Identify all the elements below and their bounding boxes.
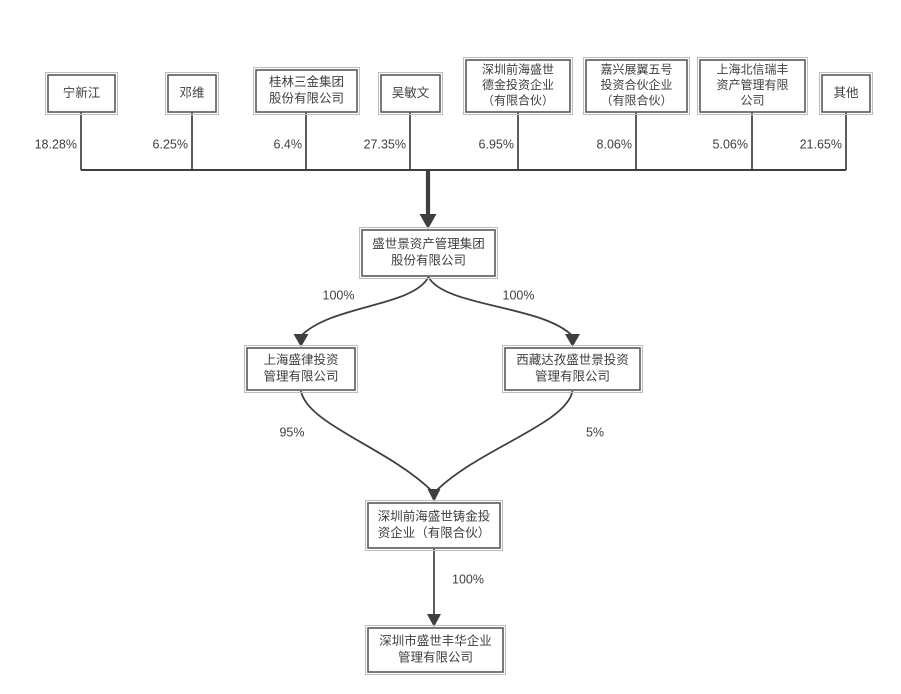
node-box[interactable] (380, 74, 441, 113)
node-box-shadow (252, 66, 361, 116)
arrow-shanghai-shenglv-icon (293, 334, 309, 347)
node-box[interactable] (504, 347, 641, 391)
node-label-line: 宁新江 (63, 85, 101, 100)
node-dengwei[interactable]: 邓维 (164, 71, 220, 116)
percent-wuminwen: 27.35% (364, 137, 406, 151)
node-box-shadow (364, 499, 504, 552)
node-label-line: 资产管理有限 (716, 77, 788, 92)
node-label-line: 深圳市盛世丰华企业 (379, 633, 492, 648)
node-label-line: 管理有限公司 (398, 650, 473, 665)
node-wuminwen[interactable]: 吴敏文 (377, 71, 444, 116)
node-ningxinjiang[interactable]: 宁新江 (44, 71, 119, 116)
node-label-line: 盛世景资产管理集团 (372, 236, 485, 251)
node-label-line: 嘉兴展翼五号 (600, 63, 672, 77)
node-box[interactable] (821, 74, 871, 113)
node-box-shadow (696, 56, 809, 116)
percent-jiaxing-zhanyi: 8.06% (597, 137, 632, 151)
node-label-line: 上海盛律投资 (263, 352, 338, 367)
node-box-shadow (501, 344, 644, 394)
percent-qianhai-dejin: 6.95% (479, 137, 514, 151)
node-box[interactable] (361, 229, 496, 277)
node-label-line: 管理有限公司 (535, 369, 610, 384)
node-label-line: 公司 (740, 94, 764, 108)
arrow-tier3-icon (427, 489, 441, 502)
node-box[interactable] (699, 59, 806, 113)
node-box-shadow (462, 56, 574, 116)
percent-tier3-to-tier4: 100% (452, 572, 484, 586)
percent-core-to-xizang-dazi: 100% (503, 288, 535, 302)
node-box[interactable] (255, 69, 358, 113)
node-box-shadow (44, 71, 119, 116)
node-label-line: 深圳前海盛世 (482, 62, 554, 77)
node-label-line: 股份有限公司 (391, 254, 466, 268)
node-box[interactable] (367, 627, 504, 673)
node-label-line: （有限合伙） (482, 93, 554, 108)
edges-layer (80, 112, 847, 627)
node-box[interactable] (246, 347, 356, 391)
percent-xizang-dazi-to-zhujin: 5% (586, 425, 604, 439)
node-label-line: 邓维 (179, 86, 204, 100)
node-box-shadow (164, 71, 220, 116)
node-label-line: 深圳前海盛世铸金投 (378, 509, 491, 524)
node-label-line: 西藏达孜盛世景投资 (516, 352, 629, 367)
node-box[interactable] (585, 59, 688, 113)
node-label-line: 股份有限公司 (269, 92, 344, 106)
node-box[interactable] (367, 502, 501, 549)
node-label-line: 吴敏文 (392, 85, 430, 100)
node-others[interactable]: 其他 (818, 71, 874, 116)
node-box-shadow (364, 624, 507, 676)
node-box-shadow (582, 56, 691, 116)
percent-beixin-ruifeng: 5.06% (713, 137, 748, 151)
percent-shanghai-shenglv-to-zhujin: 95% (279, 425, 304, 439)
node-box-shadow (818, 71, 874, 116)
node-label-line: 投资合伙企业 (600, 77, 672, 92)
node-box-shadow (377, 71, 444, 116)
percent-others: 21.65% (800, 137, 842, 151)
arrow-tier4-icon (427, 614, 441, 627)
core-to-xizang-dazi (427, 276, 574, 337)
arrow-xizang-dazi-icon (565, 334, 580, 347)
node-box-shadow (243, 344, 359, 394)
xizang-dazi-to-qianhai-zhujin (435, 390, 574, 492)
core-to-shanghai-shenglv (300, 276, 430, 337)
shanghai-shenglv-to-qianhai-zhujin (300, 390, 433, 492)
percent-core-to-shanghai-shenglv: 100% (323, 288, 355, 302)
node-box-shadow (358, 226, 499, 280)
node-label-line: 桂林三金集团 (269, 74, 344, 89)
node-label-line: （有限合伙） (600, 93, 672, 108)
node-label-line: 管理有限公司 (263, 369, 338, 384)
node-box[interactable] (465, 59, 571, 113)
percent-ningxinjiang: 18.28% (35, 137, 77, 151)
percent-guilin-sanjin: 6.4% (274, 137, 303, 151)
core-drop-arrow-icon (419, 214, 437, 229)
percent-dengwei: 6.25% (153, 137, 188, 151)
nodes-layer: 宁新江邓维桂林三金集团股份有限公司吴敏文深圳前海盛世德金投资企业（有限合伙）嘉兴… (44, 56, 874, 676)
node-label-line: 上海北信瑞丰 (716, 62, 788, 77)
node-label-line: 资企业（有限合伙） (378, 525, 491, 540)
node-label-line: 其他 (833, 86, 859, 100)
node-box[interactable] (47, 74, 116, 113)
node-box[interactable] (167, 74, 217, 113)
percent-labels-layer: 18.28% 6.25% 6.4% 27.35% 6.95% 8.06% 5.06% 21.6… (35, 137, 842, 586)
node-label-line: 德金投资企业 (482, 77, 554, 92)
